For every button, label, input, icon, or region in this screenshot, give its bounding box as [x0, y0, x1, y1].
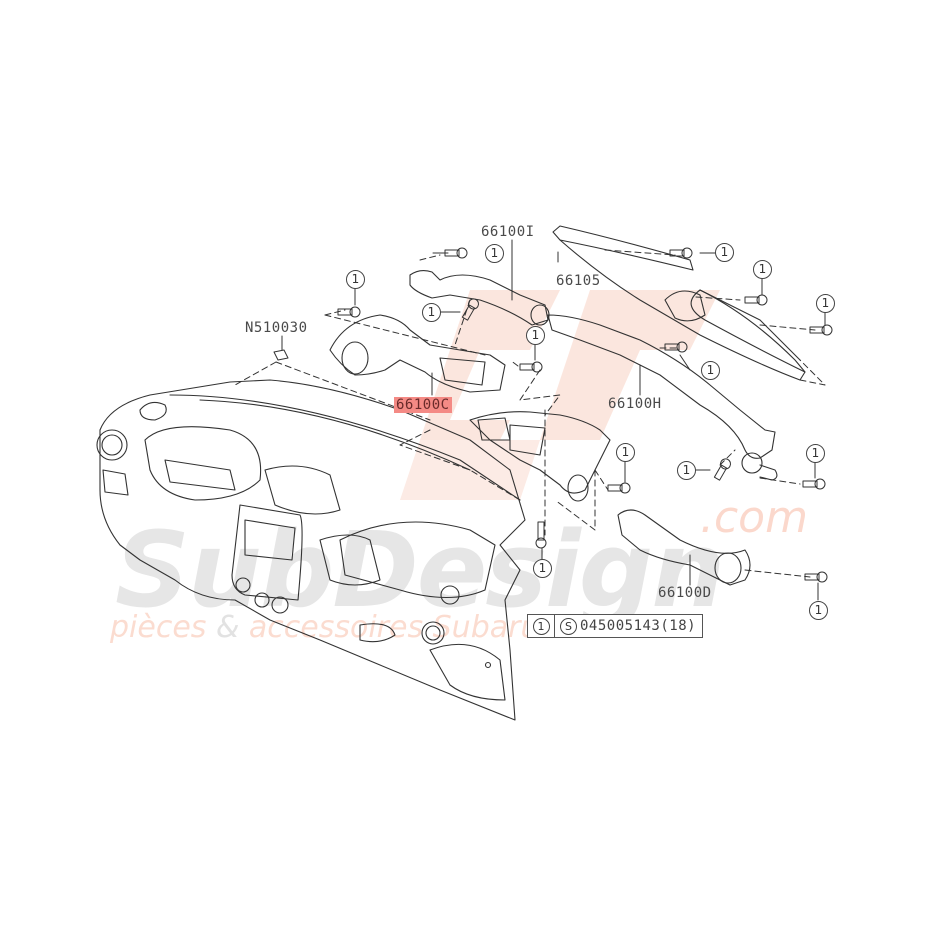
callout-ref-1: 1 [753, 260, 772, 279]
part-label-66100c[interactable]: 66100C [394, 397, 452, 413]
callout-ref-1: 1 [616, 443, 635, 462]
part-label-66100h[interactable]: 66100H [608, 396, 662, 412]
panel-66105-icon [552, 225, 806, 381]
callout-ref-1: 1 [533, 559, 552, 578]
callout-ref-1: 1 [809, 601, 828, 620]
callout-ref-1: 1 [677, 461, 696, 480]
callout-ref-1: 1 [346, 270, 365, 289]
duct-66100c-icon [329, 314, 611, 502]
part-label-66100d[interactable]: 66100D [658, 585, 712, 601]
legend-part-number[interactable]: 045005143(18) [580, 618, 697, 634]
part-label-66100i[interactable]: 66100I [481, 224, 535, 240]
callout-ref-1: 1 [422, 303, 441, 322]
standard-part-s-icon: S [560, 617, 577, 635]
callout-ref-1: 1 [701, 361, 720, 380]
part-label-66105[interactable]: 66105 [556, 273, 601, 289]
watermark-brand: SubDesign [115, 509, 725, 631]
callout-ref-1: 1 [485, 244, 504, 263]
legend-ref-circle: 1 [532, 617, 550, 635]
dashboard-panel-icon [96, 379, 526, 721]
callout-ref-1: 1 [806, 444, 825, 463]
part-label-n510030[interactable]: N510030 [245, 320, 308, 336]
callout-ref-1: 1 [715, 243, 734, 262]
watermark-tagline: pièces & accessoires Subaru [110, 610, 540, 645]
callout-ref-1: 1 [816, 294, 835, 313]
watermark-domain: .com [700, 492, 808, 543]
fastener-legend: 1 S 045005143(18) [527, 614, 704, 638]
callout-ref-1: 1 [526, 326, 545, 345]
duct-66100d-icon [617, 509, 751, 586]
